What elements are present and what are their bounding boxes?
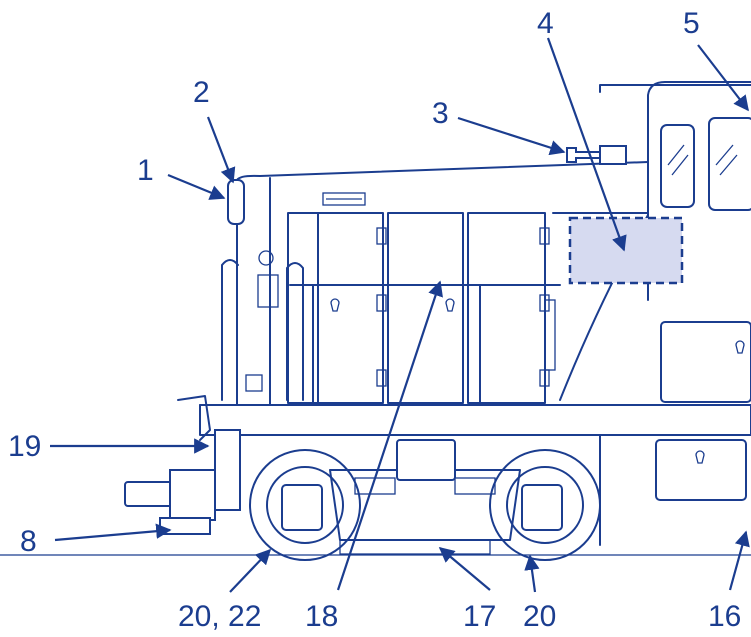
callout-8: 8 — [20, 525, 37, 558]
arrow-3 — [457, 116, 566, 156]
cab — [599, 81, 751, 301]
callout-19: 19 — [8, 430, 41, 463]
arrow-17 — [438, 547, 491, 591]
arrow-1 — [167, 173, 226, 200]
underframe — [199, 404, 751, 546]
arrow-5 — [697, 44, 749, 112]
highlight-panel — [568, 216, 684, 285]
callout-16: 16 — [708, 600, 741, 633]
callout-20: 20 — [523, 600, 556, 633]
arrow-20 — [524, 554, 540, 593]
arrow-20-22 — [229, 548, 272, 593]
callout-17: 17 — [463, 600, 496, 633]
callout-3: 3 — [432, 97, 449, 130]
arrow-16 — [728, 530, 750, 591]
arrow-2 — [206, 116, 236, 184]
coupler — [124, 395, 216, 535]
callout-20-22: 20, 22 — [178, 600, 261, 633]
callout-2: 2 — [193, 76, 210, 109]
horn — [566, 145, 627, 165]
long-hood — [199, 161, 751, 406]
callout-4: 4 — [537, 7, 554, 40]
arrow-8 — [54, 523, 172, 542]
truck — [214, 429, 601, 561]
callout-5: 5 — [683, 7, 700, 40]
callout-18: 18 — [305, 600, 338, 633]
callout-1: 1 — [137, 154, 154, 187]
arrow-18 — [336, 280, 443, 591]
arrow-4 — [546, 37, 627, 252]
